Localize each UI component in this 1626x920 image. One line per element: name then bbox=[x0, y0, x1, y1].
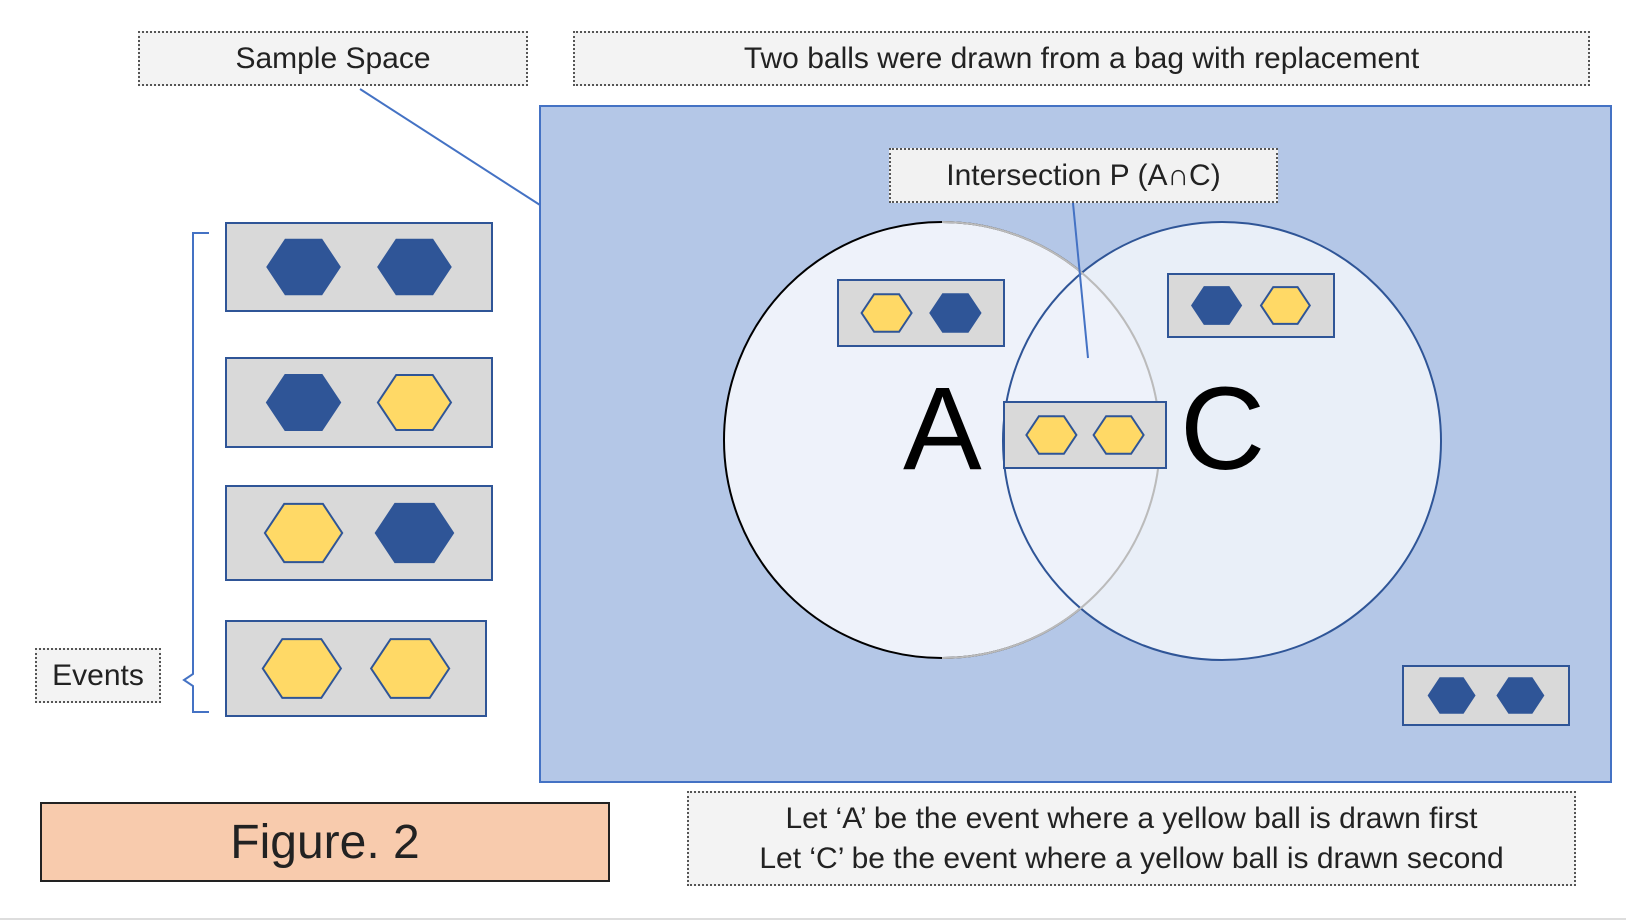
events-label: Events bbox=[35, 648, 161, 703]
definition-a: Let ‘A’ be the event where a yellow ball… bbox=[785, 801, 1478, 835]
diagram-title: Two balls were drawn from a bag with rep… bbox=[573, 31, 1590, 86]
blue-ball-icon bbox=[1496, 677, 1545, 714]
blue-ball-icon bbox=[265, 374, 342, 431]
event-pair bbox=[225, 620, 487, 717]
yellow-ball-icon bbox=[1259, 286, 1311, 325]
figure-caption: Figure. 2 bbox=[40, 802, 610, 882]
outcome-in-intersection bbox=[1003, 401, 1167, 469]
outcome-in-c-only bbox=[1167, 273, 1335, 338]
outcome-in-a-only bbox=[837, 279, 1005, 347]
blue-ball-icon bbox=[374, 502, 455, 564]
yellow-ball-icon bbox=[369, 638, 451, 699]
event-pair bbox=[225, 485, 493, 581]
yellow-ball-icon bbox=[860, 293, 913, 333]
sample-space-label: Sample Space bbox=[138, 31, 528, 86]
definition-c: Let ‘C’ be the event where a yellow ball… bbox=[759, 841, 1504, 875]
intersection-label: Intersection P (A∩C) bbox=[889, 148, 1278, 203]
yellow-ball-icon bbox=[263, 502, 344, 564]
blue-ball-icon bbox=[377, 238, 452, 296]
yellow-ball-icon bbox=[376, 374, 453, 431]
sample-space-connector bbox=[359, 88, 541, 206]
blue-ball-icon bbox=[929, 293, 982, 333]
set-c-label: C bbox=[1180, 363, 1266, 495]
definitions-box: Let ‘A’ be the event where a yellow ball… bbox=[687, 791, 1576, 886]
blue-ball-icon bbox=[266, 238, 341, 296]
yellow-ball-icon bbox=[1092, 415, 1145, 455]
yellow-ball-icon bbox=[261, 638, 343, 699]
outcome-outside-sets bbox=[1402, 665, 1570, 726]
blue-ball-icon bbox=[1191, 286, 1243, 325]
yellow-ball-icon bbox=[1025, 415, 1078, 455]
set-a-label: A bbox=[903, 363, 982, 495]
events-bracket bbox=[182, 232, 209, 713]
blue-ball-icon bbox=[1427, 677, 1476, 714]
intersection-connector bbox=[1072, 202, 1089, 359]
event-pair bbox=[225, 357, 493, 448]
event-pair bbox=[225, 222, 493, 312]
